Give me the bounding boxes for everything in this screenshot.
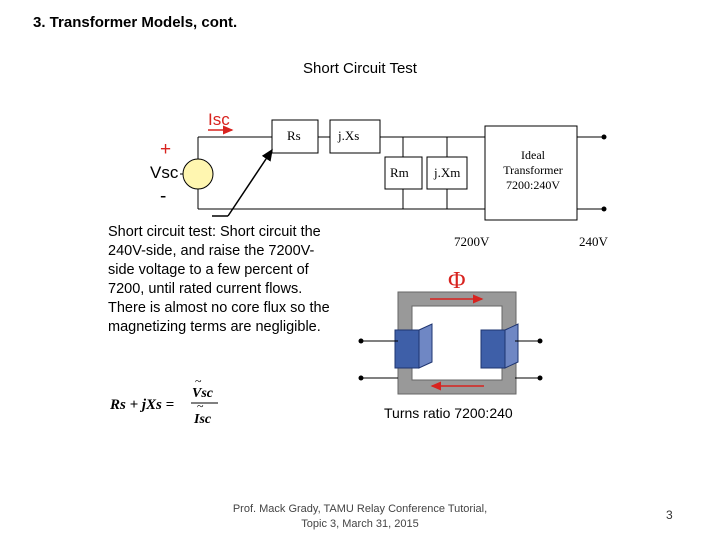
- voltage-source: [182, 158, 214, 190]
- rm-label: Rm: [390, 165, 409, 180]
- hv-voltage-label: 7200V: [454, 234, 490, 249]
- terminal-dot: [537, 338, 543, 344]
- terminal-dot: [601, 134, 607, 140]
- footer-text: Prof. Mack Grady, TAMU Relay Conference …: [232, 503, 488, 530]
- formula-tilde: ~: [197, 399, 204, 413]
- vsc-label: Vsc: [150, 163, 179, 182]
- minus-sign: -: [160, 186, 167, 207]
- plus-sign: +: [160, 139, 172, 160]
- terminal-dot: [601, 206, 607, 212]
- jxm-label: j.Xm: [434, 165, 461, 180]
- jxs-label: j.Xs: [338, 128, 360, 143]
- lv-voltage-label: 240V: [579, 234, 608, 249]
- formula-lhs: Rs + jXs =: [109, 397, 174, 413]
- formula-tilde: ~: [195, 374, 202, 388]
- terminal-dot: [358, 375, 364, 381]
- ideal-transformer-box: [484, 125, 578, 221]
- description-text: Short circuit test: Short circuit the 24…: [108, 224, 330, 335]
- jxs-reactor: [329, 119, 381, 154]
- terminal-dot: [537, 375, 543, 381]
- rs-label: Rs: [287, 128, 301, 143]
- formula-denominator: Isc: [193, 412, 212, 427]
- isc-label: Isc: [208, 110, 230, 129]
- slide-title: 3. Transformer Models, cont.: [33, 14, 238, 31]
- page-number: 3: [666, 508, 673, 522]
- formula-numerator: Vsc: [192, 386, 214, 401]
- slide-subtitle: Short Circuit Test: [303, 60, 417, 77]
- flux-symbol: Φ: [448, 268, 466, 294]
- turns-ratio: Turns ratio 7200:240: [384, 405, 513, 421]
- primary-coil: [394, 329, 420, 369]
- rs-resistor: [271, 119, 319, 154]
- rm-resistor: [384, 156, 423, 190]
- secondary-coil: [480, 329, 506, 369]
- variable-arrow: [227, 148, 273, 217]
- ideal-transformer-label: Ideal Transformer 7200:240V: [503, 148, 563, 192]
- terminal-dot: [358, 338, 364, 344]
